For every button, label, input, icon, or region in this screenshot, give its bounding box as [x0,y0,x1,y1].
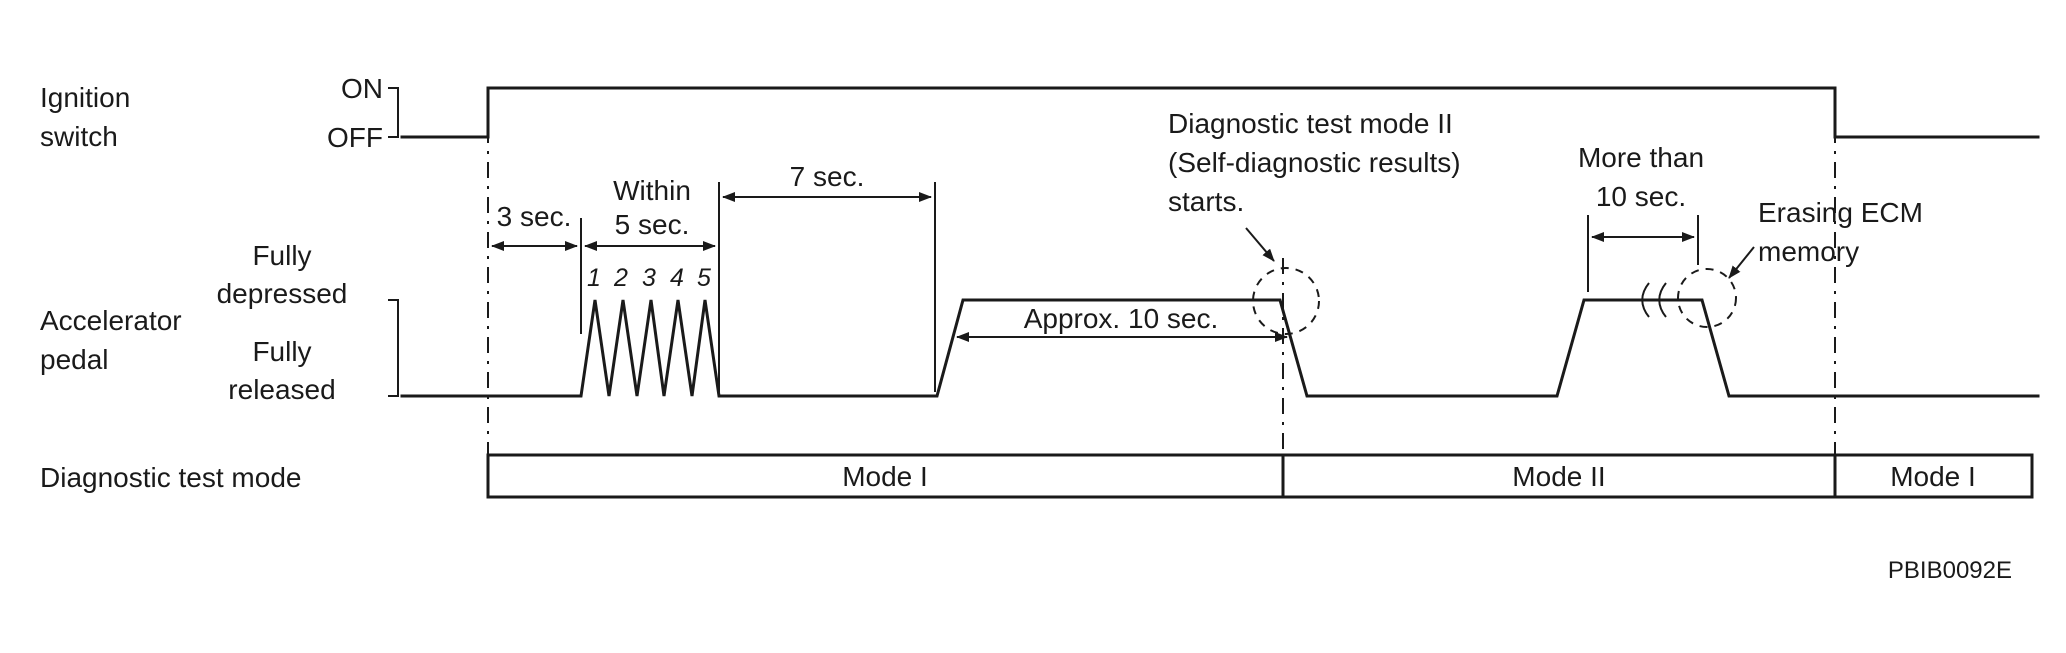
pulse-number-5: 5 [697,264,711,292]
annotation-morethan10-line1: More than [1578,142,1704,173]
annotation-erase-line1: Erasing ECM [1758,197,1923,228]
pulse-number-3: 3 [642,264,656,292]
ignition-on-label: ON [341,73,383,104]
pulse-number-2: 2 [613,264,628,292]
ignition-label-line2: switch [40,121,118,152]
pedal-depressed-label-line2: depressed [217,278,348,309]
accelerator-label-line2: pedal [40,344,109,375]
line-break-mark [1641,282,1667,318]
mode-box-2-label: Mode II [1512,461,1605,492]
diag-start-marker-circle [1252,267,1320,335]
pulse-number-4: 4 [670,264,684,292]
annotation-diag-start-line1: Diagnostic test mode II [1168,108,1453,139]
ignition-label-line1: Ignition [40,82,130,113]
mode-box-1 [486,453,1285,499]
ignition-off-label: OFF [327,122,383,153]
figure-code: PBIB0092E [1888,557,2012,584]
annotation-7sec: 7 sec. [790,161,865,192]
annotation-morethan10-line2: 10 sec. [1596,181,1686,212]
erase-pointer-arrow [1728,246,1755,279]
mode-box-1-label: Mode I [842,461,928,492]
erase-marker-circle [1677,268,1737,328]
diag-start-pointer-arrow [1245,227,1275,262]
annotation-approx10: Approx. 10 sec. [1024,303,1219,334]
ignition-level-bracket [388,87,399,138]
accelerator-label-line1: Accelerator [40,305,182,336]
ignition-waveform [400,86,2040,139]
mode-row-label: Diagnostic test mode [40,462,301,493]
annotation-3sec: 3 sec. [497,201,572,232]
pedal-depressed-label-line1: Fully [252,240,311,271]
mode-box-3 [1833,453,2034,499]
accelerator-level-bracket [388,299,399,397]
accelerator-waveform [400,298,2040,398]
annotation-erase-line2: memory [1758,236,1859,267]
pedal-released-label-line1: Fully [252,336,311,367]
pedal-released-label-line2: released [228,374,335,405]
annotation-diag-start-line3: starts. [1168,186,1244,217]
annotation-diag-start-line2: (Self-diagnostic results) [1168,147,1461,178]
pulse-number-1: 1 [587,264,601,292]
annotation-within5-line2: 5 sec. [615,209,690,240]
mode-box-3-label: Mode I [1890,461,1976,492]
annotation-within5-line1: Within [613,175,691,206]
